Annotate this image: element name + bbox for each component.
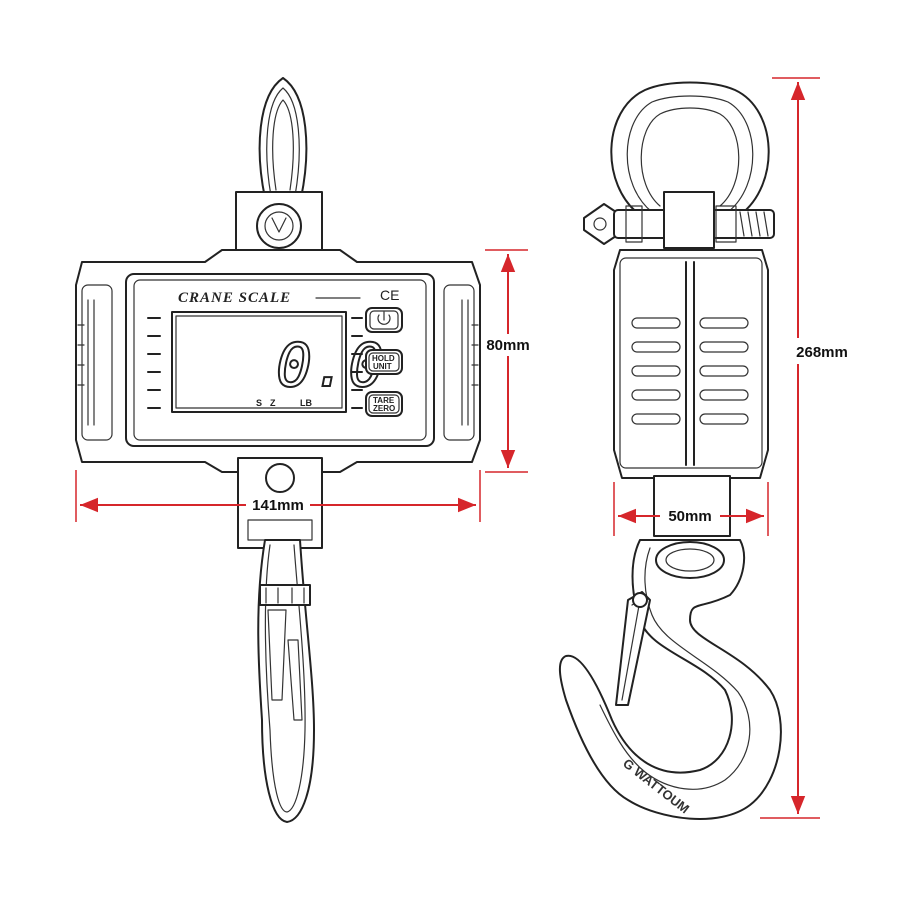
tare-zero-button[interactable]: TARE ZERO	[365, 391, 403, 417]
unit-label: LB	[300, 398, 312, 408]
side-body	[613, 249, 769, 479]
dimension-side-depth: 50mm	[613, 482, 769, 536]
weight-readout: 0.0	[276, 331, 384, 401]
dimension-total-height: 268mm	[760, 77, 848, 819]
front-top-shackle	[258, 77, 308, 199]
tare-label: TARE	[373, 396, 395, 405]
front-right-grip	[443, 284, 479, 441]
side-shackle	[610, 81, 770, 216]
dimension-side-depth-label: 50mm	[668, 508, 711, 525]
side-hook: G WATTOUM	[559, 539, 782, 820]
front-left-grip	[77, 284, 113, 441]
brand-label: CRANE SCALE	[178, 290, 291, 306]
hold-unit-button[interactable]: HOLD UNIT	[365, 349, 403, 375]
power-icon	[377, 311, 391, 325]
side-view: G WATTOUM	[559, 81, 782, 820]
zero-label: ZERO	[373, 404, 395, 413]
front-view: CRANE SCALE CE 0.0 S Z LB	[75, 77, 481, 823]
power-button[interactable]	[365, 307, 403, 333]
ce-mark: CE	[380, 287, 399, 303]
display-tick-marks-right	[351, 317, 363, 409]
side-shackle-pin	[583, 191, 775, 249]
dimension-display-height: 80mm	[485, 249, 536, 473]
lcd-screen	[171, 311, 347, 413]
dimension-total-height-label: 268mm	[796, 344, 848, 361]
side-vents	[631, 317, 749, 425]
indicator-z: Z	[270, 398, 276, 408]
dimension-display-height-label: 80mm	[486, 337, 529, 354]
hold-label: HOLD	[372, 354, 395, 363]
indicator-s: S	[256, 398, 262, 408]
front-hook	[257, 539, 315, 823]
front-top-pivot	[256, 203, 302, 249]
display-tick-marks-left	[147, 317, 161, 409]
dimension-front-width: 141mm	[75, 470, 481, 522]
dimension-front-width-label: 141mm	[252, 497, 304, 514]
unit-button-label: UNIT	[373, 362, 392, 371]
